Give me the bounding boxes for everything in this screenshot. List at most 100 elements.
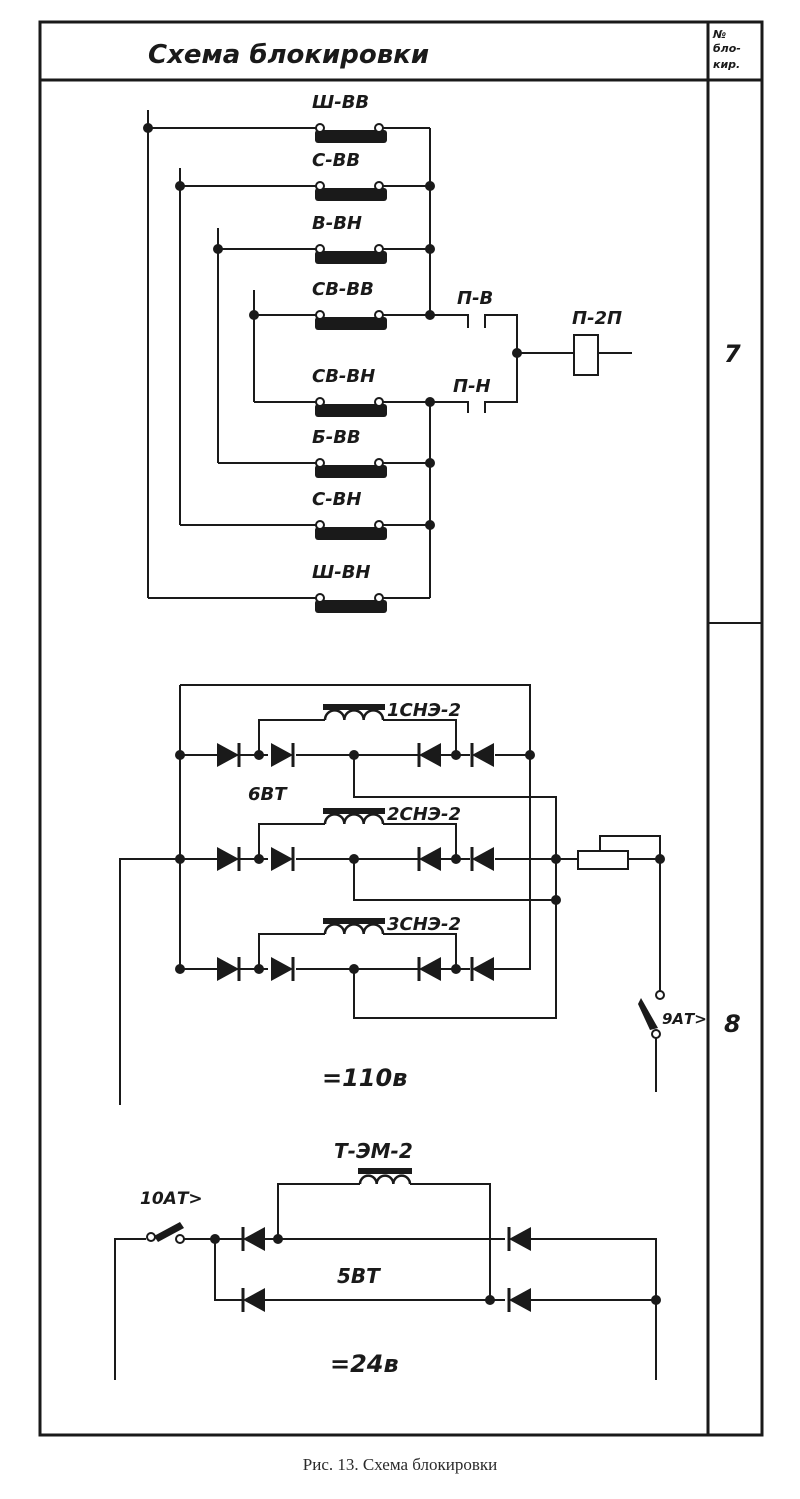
terminal-ring [315, 310, 325, 320]
wire [410, 1183, 491, 1300]
terminal-ring [374, 397, 384, 407]
switch-label: 10АТ> [140, 1189, 203, 1209]
interlock-contact-icon [315, 188, 387, 201]
junction-dot [175, 181, 185, 191]
terminal-ring [374, 593, 384, 603]
table-title: Схема блокировки [148, 40, 429, 70]
diode-icon [217, 743, 239, 767]
terminal-ring [315, 520, 325, 530]
junction-dot [425, 181, 435, 191]
wire [277, 1183, 360, 1239]
wire [383, 719, 457, 755]
wire [180, 684, 531, 755]
wire [484, 314, 518, 413]
terminal-ring [374, 458, 384, 468]
interlock-contact-icon [315, 465, 387, 478]
wire [530, 1238, 657, 1380]
contact-label-2: С-ВВ [312, 150, 360, 171]
relay-contact-label-pv: П-В [457, 288, 493, 309]
diode-icon [217, 847, 239, 871]
rectifier-label: 5ВТ [337, 1264, 381, 1288]
junction-dot [551, 895, 561, 905]
terminal-ring [374, 181, 384, 191]
terminal-ring [315, 458, 325, 468]
column-header-line2: бло- [713, 42, 741, 55]
contact-label-7: С-ВН [312, 489, 361, 510]
diode-icon [509, 1227, 531, 1251]
wire [214, 1239, 243, 1301]
contact-label-5: СВ-ВН [312, 366, 375, 387]
junction-dot [213, 244, 223, 254]
figure-caption: Рис. 13. Схема блокировки [302, 1455, 498, 1474]
coil-label: Т-ЭМ-2 [334, 1139, 413, 1163]
coil-icon [323, 923, 385, 935]
wire [179, 685, 216, 970]
diode-icon [271, 847, 293, 871]
junction-dot [425, 520, 435, 530]
terminal-ring [175, 1234, 185, 1244]
coil-icon [323, 709, 385, 721]
diode-icon [419, 957, 441, 981]
relay-coil-icon [573, 334, 599, 376]
row-number-7: 7 [724, 340, 741, 368]
junction-dot [249, 310, 259, 320]
diode-icon [419, 847, 441, 871]
terminal-ring [374, 244, 384, 254]
switch-blade-icon [638, 998, 658, 1030]
terminal-ring [651, 1029, 661, 1039]
interlock-contact-icon [315, 317, 387, 330]
diode-icon [509, 1288, 531, 1312]
terminal-ring [315, 181, 325, 191]
junction-dot [525, 750, 535, 760]
terminal-ring [315, 593, 325, 603]
switch-label: 9АТ> [662, 1010, 707, 1028]
diode-icon [472, 847, 494, 871]
coil-label-3: 3СНЭ-2 [387, 914, 461, 935]
rheostat-icon [577, 850, 629, 870]
contact-label-4: СВ-ВВ [312, 279, 374, 300]
junction-dot [143, 123, 153, 133]
junction-dot [175, 964, 185, 974]
coil-core [323, 918, 385, 924]
wire [258, 933, 325, 969]
diode-icon [419, 743, 441, 767]
terminal-ring [374, 123, 384, 133]
column-header-line3: кир. [713, 58, 740, 71]
coil-icon [358, 1174, 412, 1185]
interlock-contact-icon [315, 600, 387, 613]
scheme-7: Ш-ВВС-ВВВ-ВНСВ-ВВСВ-ВНБ-ВВС-ВНШ-ВНП-ВП-Н… [143, 92, 632, 613]
coil-label-1: 1СНЭ-2 [387, 700, 461, 721]
terminal-ring [374, 310, 384, 320]
wire [353, 755, 557, 1019]
diode-icon [217, 957, 239, 981]
wire [430, 314, 469, 328]
junction-dot [175, 750, 185, 760]
diode-icon [472, 743, 494, 767]
terminal-ring [315, 244, 325, 254]
diode-icon [271, 743, 293, 767]
coil-icon [323, 813, 385, 825]
terminal-ring [146, 1232, 156, 1242]
wire [383, 933, 457, 969]
contact-label-6: Б-ВВ [312, 427, 361, 448]
scheme-24v: 10АТ> Т-ЭМ-2 5ВТ =24в [114, 1139, 661, 1380]
coil-core [323, 808, 385, 814]
diode-icon [472, 957, 494, 981]
wire [383, 823, 457, 859]
interlock-contact-icon [315, 527, 387, 540]
contact-label-1: Ш-ВВ [312, 92, 369, 113]
terminal-ring [374, 520, 384, 530]
wire [114, 1238, 146, 1380]
wire [430, 401, 469, 413]
row-number-8: 8 [724, 1010, 741, 1038]
diode-icon [271, 957, 293, 981]
coil-label-2: 2СНЭ-2 [387, 804, 461, 825]
junction-dot [651, 1295, 661, 1305]
terminal-ring [655, 990, 665, 1000]
rectifier-label: 6ВТ [248, 784, 288, 805]
table-frame [38, 20, 764, 1437]
interlock-contact-icon [315, 251, 387, 264]
voltage-label: =24в [330, 1350, 399, 1378]
diode-icon [243, 1227, 265, 1251]
